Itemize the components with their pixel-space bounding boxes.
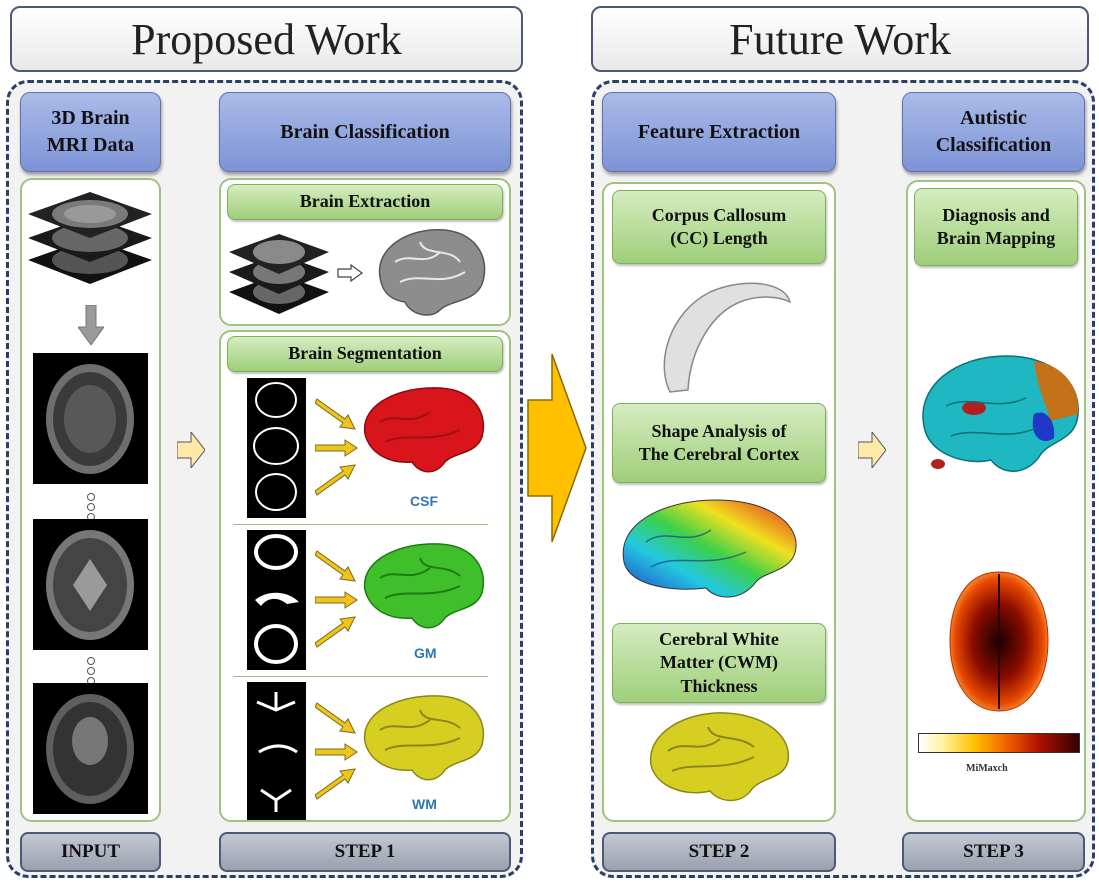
wm-slices-image bbox=[247, 682, 306, 820]
brain-segmentation-label: Brain Segmentation bbox=[227, 336, 503, 372]
mri-axial-slice-3 bbox=[33, 683, 148, 814]
step1-footer: STEP 1 bbox=[219, 832, 511, 872]
mri-axial-slice-1 bbox=[33, 353, 148, 484]
csf-slices-image bbox=[247, 378, 306, 518]
hollow-right-arrow-icon bbox=[337, 264, 363, 282]
csf-label: CSF bbox=[410, 493, 438, 509]
feature-cc-length-label: Corpus Callosum (CC) Length bbox=[612, 190, 826, 264]
step2-header: Feature Extraction bbox=[602, 92, 836, 172]
diagnosis-brain-mapping-label: Diagnosis and Brain Mapping bbox=[914, 188, 1078, 266]
brain-mapping-lateral-image bbox=[922, 355, 1079, 472]
step3-header: Autistic Classification bbox=[902, 92, 1085, 172]
feature-cwm-thickness-label: Cerebral White Matter (CWM) Thickness bbox=[612, 623, 826, 703]
down-arrow-icon bbox=[78, 305, 104, 345]
gm-slices-image bbox=[247, 530, 306, 670]
cwm-thickness-image bbox=[649, 712, 790, 802]
proposed-work-title: Proposed Work bbox=[10, 6, 523, 72]
step2-footer: STEP 2 bbox=[602, 832, 836, 872]
input-footer: INPUT bbox=[20, 832, 161, 872]
brain-mapping-axial-image bbox=[949, 571, 1049, 712]
step3-footer: STEP 3 bbox=[902, 832, 1085, 872]
wm-brain-image bbox=[363, 695, 485, 781]
input-header: 3D Brain MRI Data bbox=[20, 92, 161, 172]
feature-shape-analysis-label: Shape Analysis of The Cerebral Cortex bbox=[612, 403, 826, 483]
big-right-arrow-icon bbox=[527, 353, 587, 543]
brain-extraction-label: Brain Extraction bbox=[227, 184, 503, 220]
step1-header: Brain Classification bbox=[219, 92, 511, 172]
step3-panel bbox=[906, 180, 1086, 822]
extraction-slices-image bbox=[229, 234, 329, 314]
small-right-arrow-icon-2 bbox=[858, 432, 886, 468]
mri-slice-stack-image bbox=[28, 192, 152, 284]
extracted-brain-image bbox=[378, 228, 486, 316]
future-work-title: Future Work bbox=[591, 6, 1089, 72]
divider-2 bbox=[233, 676, 488, 677]
gm-brain-image bbox=[363, 543, 485, 629]
small-right-arrow-icon bbox=[177, 432, 205, 468]
heat-colorbar bbox=[918, 733, 1080, 753]
colorbar-label: MiMaxch bbox=[966, 763, 1008, 774]
wm-label: WM bbox=[412, 796, 437, 812]
corpus-callosum-image bbox=[663, 282, 792, 393]
gm-label: GM bbox=[414, 645, 437, 661]
cortex-shape-image bbox=[622, 499, 797, 598]
divider-1 bbox=[233, 524, 488, 525]
mri-axial-slice-2 bbox=[33, 519, 148, 650]
csf-brain-image bbox=[363, 387, 485, 473]
segmentation-arrows-icon bbox=[315, 398, 358, 800]
